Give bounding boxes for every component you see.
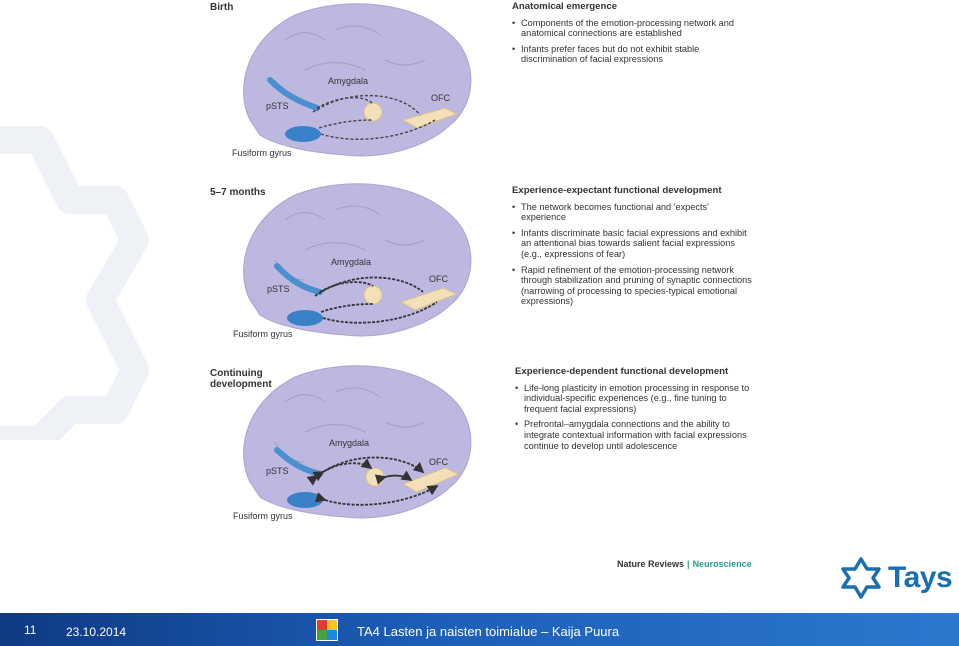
background-star-watermark — [0, 0, 160, 440]
label-ofc: OFC — [429, 274, 448, 284]
logo-text: Tays — [888, 561, 952, 595]
label-psts: pSTS — [266, 466, 289, 476]
stage-description-birth: Anatomical emergence Components of the e… — [512, 2, 752, 70]
tays-star-icon — [840, 557, 882, 599]
label-fusiform-gyrus: Fusiform gyrus — [233, 511, 293, 521]
source-credit: Nature Reviews|Neuroscience — [617, 559, 752, 569]
stage-heading: Experience-expectant functional developm… — [512, 186, 752, 197]
stage-heading: Experience-dependent functional developm… — [515, 367, 755, 378]
label-psts: pSTS — [266, 101, 289, 111]
credit-journal: Nature Reviews — [617, 559, 684, 569]
label-fusiform-gyrus: Fusiform gyrus — [232, 148, 292, 158]
label-ofc: OFC — [429, 457, 448, 467]
credit-section: Neuroscience — [693, 559, 752, 569]
stage-description-continuing: Experience-dependent functional developm… — [515, 367, 755, 456]
bullet-item: The network becomes functional and 'expe… — [521, 202, 752, 223]
footer-bar: 11 23.10.2014 TA4 Lasten ja naisten toim… — [0, 613, 959, 646]
label-amygdala: Amygdala — [331, 257, 371, 267]
footer-title: TA4 Lasten ja naisten toimialue – Kaija … — [357, 624, 619, 639]
bullet-item: Infants prefer faces but do not exhibit … — [521, 44, 752, 65]
label-amygdala: Amygdala — [328, 76, 368, 86]
brain-diagram-continuing: Amygdala pSTS OFC Fusiform gyrus — [205, 362, 495, 532]
bullet-item: Life-long plasticity in emotion processi… — [524, 383, 755, 415]
bullet-item: Components of the emotion-processing net… — [521, 18, 752, 39]
label-amygdala: Amygdala — [329, 438, 369, 448]
stage-description-5-7-months: Experience-expectant functional developm… — [512, 186, 752, 312]
bullet-item: Infants discriminate basic facial expres… — [521, 228, 752, 260]
slide-number: 11 — [24, 623, 36, 637]
bullet-item: Rapid refinement of the emotion-processi… — [521, 265, 752, 307]
stage-heading: Anatomical emergence — [512, 2, 752, 13]
brain-diagram-5-7-months: Amygdala pSTS OFC Fusiform gyrus — [205, 180, 495, 350]
credit-separator: | — [684, 559, 693, 569]
org-emblem-icon — [316, 619, 338, 641]
label-psts: pSTS — [267, 284, 290, 294]
brain-diagram-birth: Amygdala pSTS OFC Fusiform gyrus — [205, 0, 495, 170]
footer-date: 23.10.2014 — [66, 625, 126, 639]
label-fusiform-gyrus: Fusiform gyrus — [233, 329, 293, 339]
bullet-item: Prefrontal–amygdala connections and the … — [524, 419, 755, 451]
label-ofc: OFC — [431, 93, 450, 103]
tays-logo: Tays — [840, 557, 952, 599]
